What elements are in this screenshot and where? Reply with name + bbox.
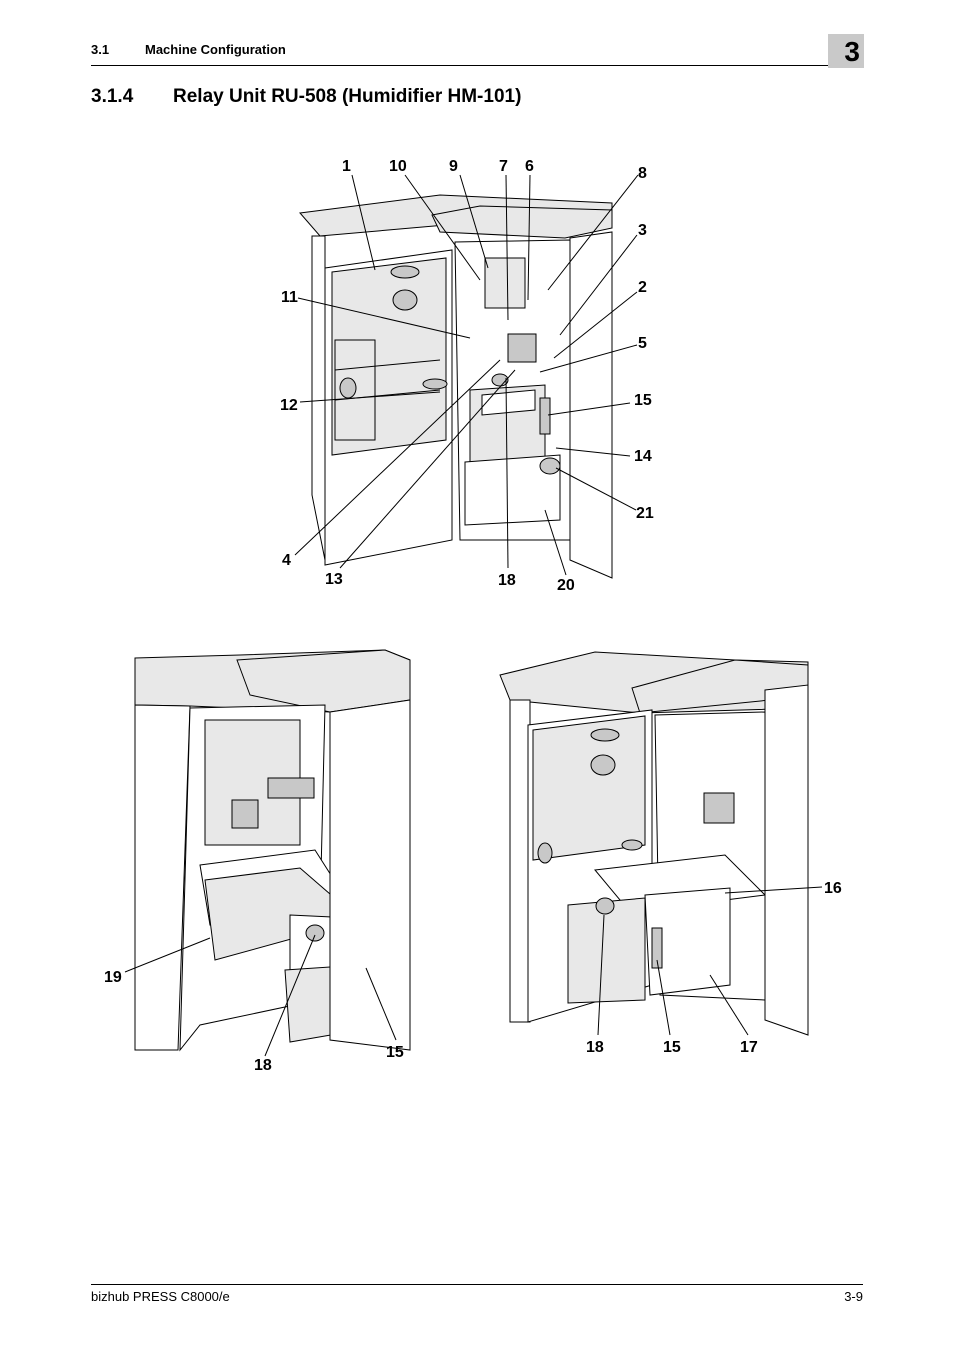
section-heading-number: 3.1.4: [91, 86, 134, 107]
footer-page-number: 3-9: [844, 1289, 863, 1304]
callout-label: 5: [638, 335, 647, 352]
callout-label: 12: [280, 397, 298, 414]
callout-label: 16: [824, 880, 842, 897]
callout-label: 4: [282, 552, 291, 569]
callout-label: 2: [638, 279, 647, 296]
header-section-title: Machine Configuration: [145, 42, 286, 57]
callout-label: 13: [325, 571, 343, 588]
header-rule: [91, 65, 863, 66]
machine-illustration-bottom-right: [499, 651, 809, 1036]
machine-illustration-bottom-left: [134, 649, 411, 1052]
callout-label: 10: [389, 158, 407, 175]
callout-label: 1: [342, 158, 351, 175]
callout-label: 15: [386, 1044, 404, 1061]
callout-label: 8: [638, 165, 647, 182]
callout-label: 7: [499, 158, 508, 175]
chapter-number-badge: 3: [828, 34, 864, 68]
callout-leaders-top: [294, 174, 639, 576]
callout-leaders-bottom-right: [597, 886, 823, 1036]
footer-product-name: bizhub PRESS C8000/e: [91, 1289, 230, 1304]
callout-label: 3: [638, 222, 647, 239]
callout-label: 19: [104, 969, 122, 986]
callout-label: 20: [557, 577, 575, 594]
footer-rule: [91, 1284, 863, 1285]
callout-label: 15: [663, 1039, 681, 1056]
callout-label: 6: [525, 158, 534, 175]
callout-leaders-bottom-left: [124, 934, 397, 1057]
callout-labels-top: 1 10 9 7 6 8 3 2 5 15 14 21 20 18 13 4 1…: [280, 158, 654, 594]
header-section-number: 3.1: [91, 42, 110, 57]
machine-illustration-top: [299, 194, 613, 579]
callout-label: 18: [586, 1039, 604, 1056]
callout-label: 14: [634, 448, 652, 465]
callout-label: 18: [498, 572, 516, 589]
callout-label: 18: [254, 1057, 272, 1074]
callout-label: 21: [636, 505, 654, 522]
callout-labels-bottom-right: 16 18 15 17: [586, 880, 842, 1056]
callout-label: 17: [740, 1039, 758, 1056]
callout-labels-bottom-left: 19 18 15: [104, 969, 404, 1074]
callout-label: 9: [449, 158, 458, 175]
callout-label: 15: [634, 392, 652, 409]
callout-label: 11: [281, 289, 298, 306]
section-heading-title: Relay Unit RU-508 (Humidifier HM-101): [173, 86, 522, 107]
